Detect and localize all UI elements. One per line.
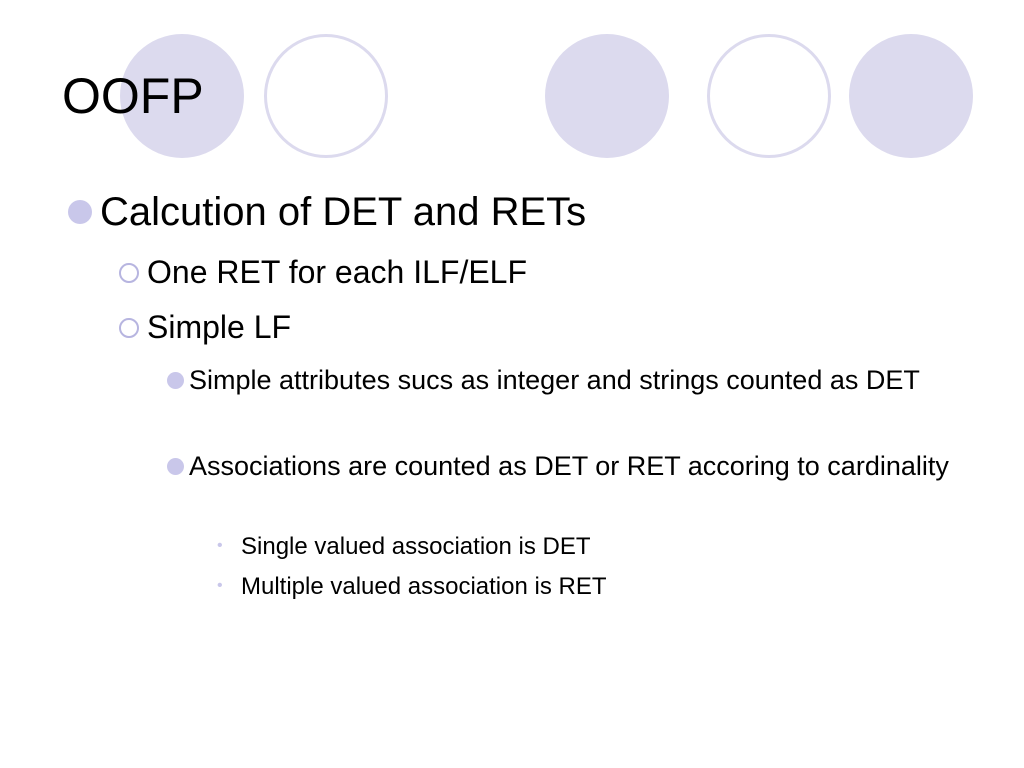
- filled-bullet-icon: [167, 458, 184, 475]
- bullet-text: Multiple valued association is RET: [241, 573, 607, 600]
- decorative-circle-outline-2: [707, 34, 831, 158]
- bullet-level3-associations: Associations are counted as DET or RET a…: [167, 448, 979, 484]
- bullet-text: Simple LF: [147, 309, 292, 345]
- slide-title: OOFP: [62, 68, 204, 124]
- decorative-circle-filled-2: [545, 34, 669, 158]
- small-bullet-icon: •: [217, 577, 223, 594]
- bullet-text: Simple attributes sucs as integer and st…: [189, 365, 920, 395]
- decorative-circle-filled-3: [849, 34, 973, 158]
- filled-bullet-icon: [68, 200, 92, 224]
- decorative-circle-filled-1: [120, 34, 244, 158]
- bullet-text: Single valued association is DET: [241, 533, 591, 560]
- bullet-level4-single-valued: • Single valued association is DET: [217, 532, 941, 562]
- bullet-text: One RET for each ILF/ELF: [147, 254, 528, 290]
- bullet-level2-one-ret: One RET for each ILF/ELF: [119, 253, 997, 291]
- bullet-level1-calculation: Calcution of DET and RETs: [68, 188, 1000, 236]
- small-bullet-icon: •: [217, 537, 223, 554]
- bullet-level3-simple-attributes: Simple attributes sucs as integer and st…: [167, 362, 979, 398]
- filled-bullet-icon: [167, 372, 184, 389]
- hollow-bullet-icon: [119, 318, 139, 338]
- decorative-circle-outline-1: [264, 34, 388, 158]
- bullet-text: Associations are counted as DET or RET a…: [189, 451, 949, 481]
- bullet-text: Calcution of DET and RETs: [100, 190, 587, 234]
- hollow-bullet-icon: [119, 263, 139, 283]
- bullet-level4-multiple-valued: • Multiple valued association is RET: [217, 572, 941, 602]
- bullet-level2-simple-lf: Simple LF: [119, 308, 997, 346]
